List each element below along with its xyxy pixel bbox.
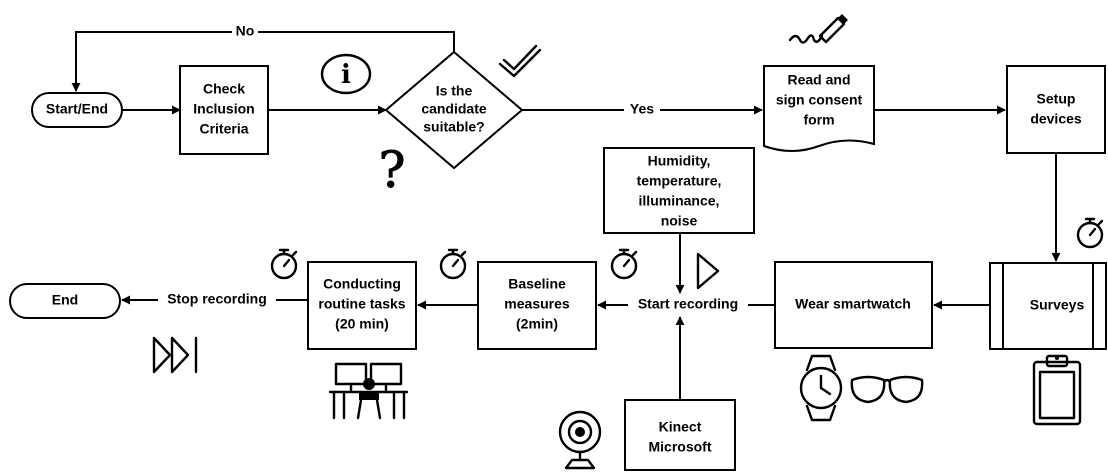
node-end: End <box>9 283 121 319</box>
svg-text:sign consent: sign consent <box>776 92 863 108</box>
node-start-end-label: Start/End <box>46 101 108 117</box>
fast-forward-end-icon <box>152 336 198 374</box>
play-icon <box>696 252 720 290</box>
node-stop-recording: Stop recording <box>167 291 267 307</box>
svg-text:Wear smartwatch: Wear smartwatch <box>795 296 911 312</box>
svg-text:Read and: Read and <box>787 72 850 88</box>
edge-label-yes: Yes <box>630 101 654 117</box>
svg-text:Baseline: Baseline <box>508 276 566 292</box>
webcam-icon <box>558 410 602 470</box>
node-check-inclusion: Check Inclusion Criteria <box>179 65 269 155</box>
svg-text:?: ? <box>379 141 406 199</box>
glasses-icon <box>850 375 924 404</box>
stopwatch-icon <box>439 248 467 280</box>
svg-text:(20 min): (20 min) <box>335 316 389 332</box>
edges <box>71 31 1061 400</box>
svg-text:Is the: Is the <box>436 83 473 99</box>
node-surveys: Surveys <box>989 262 1107 350</box>
svg-text:Surveys: Surveys <box>1030 297 1085 313</box>
edge-label-no: No <box>236 23 255 39</box>
signature-pen-icon <box>788 14 848 44</box>
svg-text:Setup: Setup <box>1037 91 1076 107</box>
node-start-end: Start/End <box>31 92 123 128</box>
svg-text:temperature,: temperature, <box>637 173 722 189</box>
svg-text:Kinect: Kinect <box>659 419 702 435</box>
stopwatch-icon <box>610 248 638 280</box>
svg-text:(2min): (2min) <box>516 316 558 332</box>
node-setup-devices: Setup devices <box>1006 65 1106 154</box>
svg-text:routine tasks: routine tasks <box>318 296 405 312</box>
edge-no-loop <box>71 31 455 92</box>
node-kinect: Kinect Microsoft <box>624 399 736 471</box>
svg-text:candidate: candidate <box>421 101 487 117</box>
node-baseline: Baseline measures (2min) <box>477 261 597 350</box>
node-start-recording: Start recording <box>638 296 738 312</box>
svg-text:End: End <box>52 292 78 308</box>
node-decision: Is the candidate suitable? <box>384 50 524 170</box>
workstation-icon <box>328 362 409 420</box>
svg-text:Check: Check <box>203 81 245 97</box>
svg-text:Humidity,: Humidity, <box>648 153 711 169</box>
clipboard-icon <box>1032 354 1082 426</box>
stopwatch-icon <box>270 248 298 280</box>
node-environment: Humidity, temperature, illuminance, nois… <box>603 147 755 234</box>
svg-text:noise: noise <box>661 213 698 229</box>
svg-text:Microsoft: Microsoft <box>649 439 712 455</box>
checkmark-icon <box>498 44 542 78</box>
svg-text:Criteria: Criteria <box>199 121 248 137</box>
smartwatch-icon <box>799 354 843 422</box>
question-mark-icon: ? <box>378 141 406 200</box>
node-wear-smartwatch: Wear smartwatch <box>774 261 933 349</box>
svg-text:measures: measures <box>504 296 570 312</box>
svg-text:illuminance,: illuminance, <box>639 193 720 209</box>
svg-text:Inclusion: Inclusion <box>193 101 254 117</box>
info-icon: i <box>320 53 372 95</box>
svg-text:i: i <box>341 60 351 90</box>
stopwatch-icon <box>1076 217 1104 249</box>
svg-text:Conducting: Conducting <box>323 276 401 292</box>
svg-text:suitable?: suitable? <box>423 119 484 135</box>
node-routine-tasks: Conducting routine tasks (20 min) <box>307 261 417 350</box>
svg-text:form: form <box>803 112 834 128</box>
node-consent-form: Read and sign consent form <box>763 65 875 152</box>
svg-text:devices: devices <box>1030 111 1082 127</box>
